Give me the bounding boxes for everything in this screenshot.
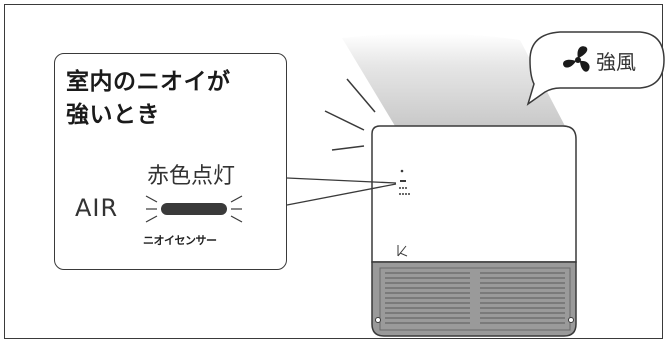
air-lamp-label: AIR	[75, 194, 119, 222]
glow-rays	[324, 78, 376, 151]
odor-sensor-label: ニオイセンサー	[143, 234, 217, 247]
leader-lines	[286, 177, 397, 206]
grille-slats	[385, 272, 565, 324]
strong-wind-label: 強風	[596, 50, 636, 74]
title-line-2: 強いとき	[66, 102, 160, 128]
lamp-glow-left	[145, 195, 158, 223]
indicator-lamp-bar	[161, 203, 227, 215]
callout-title: 室内のニオイが 強いとき	[66, 66, 231, 132]
control-panel-dots	[399, 169, 410, 195]
fan-icon	[563, 46, 590, 72]
speech-bubble	[526, 31, 665, 106]
airflow-plume	[342, 33, 565, 126]
lamp-state-label: 赤色点灯	[147, 164, 236, 189]
air-purifier-device	[371, 125, 577, 337]
lamp-glow-right	[230, 195, 243, 223]
brand-logo	[397, 245, 408, 257]
indicator-callout: 室内のニオイが 強いとき 赤色点灯 AIR ニオイセンサー	[54, 53, 287, 270]
indicator-lamp-graphic	[145, 195, 243, 223]
title-line-1: 室内のニオイが	[66, 69, 231, 95]
